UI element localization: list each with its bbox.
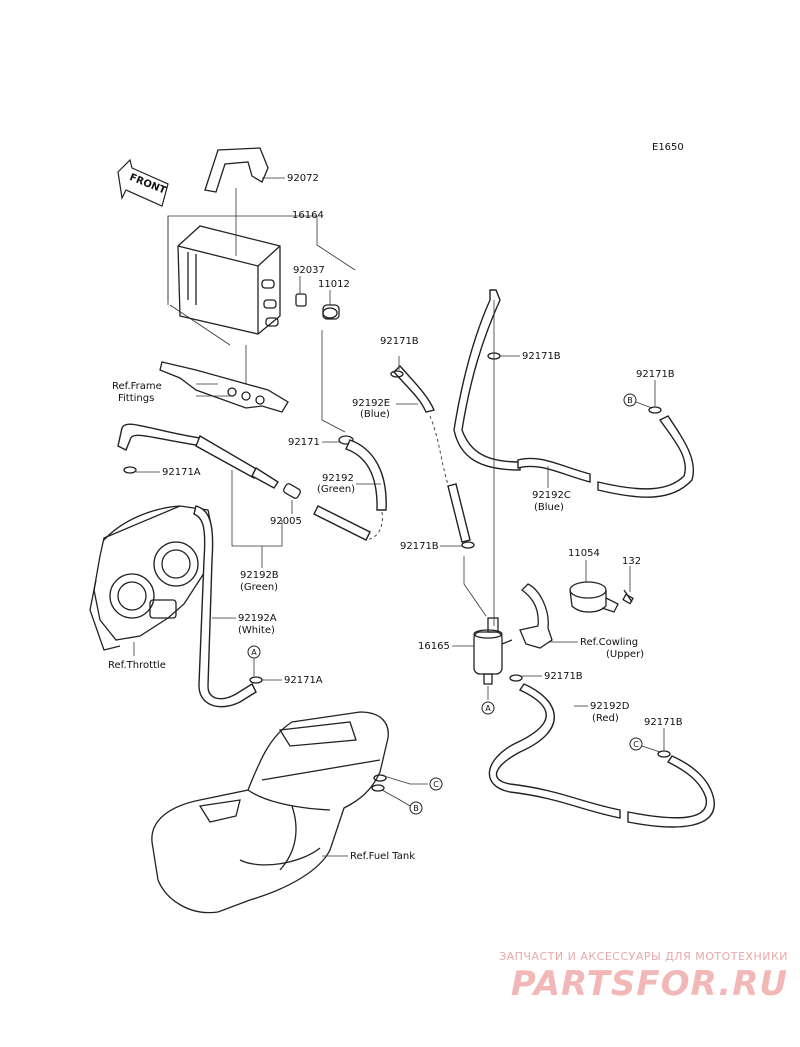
part-92192b: 92192B	[240, 570, 279, 581]
leader-92192b	[231, 470, 283, 547]
part-92171b-f: 92171B	[644, 717, 683, 728]
ref-fuel-tank: Ref.Fuel Tank	[350, 851, 415, 862]
hose-92192a	[193, 505, 257, 708]
part-92171a-b: 92171A	[284, 675, 323, 686]
leader-b-tank	[381, 789, 411, 807]
clip-92171b-e	[509, 674, 523, 682]
part-92192d: 92192D	[590, 701, 630, 712]
hose-92192c-right	[597, 415, 694, 498]
watermark-tagline: ЗАПЧАСТИ И АКСЕССУАРЫ ДЛЯ МОТОТЕХНИКИ	[499, 950, 788, 963]
svg-text:B: B	[413, 804, 419, 813]
throttle-body	[89, 505, 213, 651]
marker-a-filter: A	[481, 701, 495, 715]
hose-92192b-upper	[117, 423, 203, 451]
canister-strap	[204, 147, 285, 193]
ref-frame-2: Fittings	[118, 393, 154, 404]
hose-92192e-lower	[447, 483, 471, 543]
hose-92192-lower	[313, 505, 371, 541]
tank-fittings	[371, 774, 387, 792]
hose-92192-path	[365, 511, 383, 541]
hose-92192e	[393, 364, 435, 413]
clip-92171a-a	[123, 466, 137, 474]
watermark: ЗАПЧАСТИ И АКСЕССУАРЫ ДЛЯ МОТОТЕХНИКИ PA…	[488, 950, 788, 1010]
part-92192e-color: (Blue)	[360, 409, 390, 420]
hose-92192d-right	[627, 755, 715, 828]
part-92192a: 92192A	[238, 613, 277, 624]
marker-b-hose: B	[623, 393, 637, 407]
clip-92171b-c	[648, 406, 662, 414]
marker-c-tank: C	[429, 777, 443, 791]
marker-c-hose: C	[629, 737, 643, 751]
hose-92192e-path	[429, 415, 451, 491]
clip-92171b-f	[657, 750, 671, 758]
hose-92192	[345, 439, 387, 511]
watermark-logo: PARTSFOR.RU	[510, 964, 788, 1004]
marker-b-tank: B	[409, 801, 423, 815]
clip-92171b-d	[461, 541, 475, 549]
part-92171b-b: 92171B	[522, 351, 561, 362]
svg-text:A: A	[251, 648, 257, 657]
fitting-92005	[283, 483, 301, 499]
svg-text:A: A	[485, 704, 491, 713]
part-16164: 16164	[292, 210, 324, 221]
hose-92192b-end	[251, 466, 279, 489]
leader-canister-92192	[321, 330, 346, 433]
part-92171a-a: 92171A	[162, 467, 201, 478]
front-arrow-icon: FRONT	[117, 158, 169, 207]
part-92171b-c: 92171B	[636, 369, 675, 380]
svg-text:C: C	[633, 740, 639, 749]
part-11054: 11054	[568, 548, 600, 559]
leader-c-tank	[383, 775, 428, 785]
clip-92171b-a	[390, 370, 404, 378]
leader-16164	[167, 215, 318, 305]
hose-92192c-mid	[517, 457, 591, 483]
leader-filter	[463, 556, 487, 617]
ref-frame-1: Ref.Frame	[112, 381, 162, 392]
hose-92192d	[488, 683, 621, 819]
clip-92171	[338, 435, 354, 445]
hose-92192b-mid	[195, 434, 259, 479]
ref-throttle: Ref.Throttle	[108, 660, 166, 671]
diagram-code: E1650	[652, 142, 684, 153]
part-16165: 16165	[418, 641, 450, 652]
part-92192c-color: (Blue)	[534, 502, 564, 513]
part-92192c: 92192C	[532, 490, 571, 501]
part-92192e: 92192E	[352, 398, 390, 409]
ref-cowling-2: (Upper)	[606, 649, 644, 660]
part-92005: 92005	[270, 516, 302, 527]
part-92171b-e: 92171B	[544, 671, 583, 682]
part-132: 132	[622, 556, 641, 567]
part-92171b-a: 92171B	[380, 336, 419, 347]
canister-fitting	[295, 276, 340, 320]
hose-92192c-upper	[453, 289, 521, 471]
fuel-tank	[151, 711, 389, 914]
part-11012: 11012	[318, 279, 350, 290]
frame-bracket	[159, 345, 289, 413]
part-92192-color: (Green)	[317, 484, 355, 495]
marker-a-throttle: A	[247, 645, 261, 659]
svg-text:B: B	[627, 396, 633, 405]
fuel-filter	[473, 617, 513, 685]
ref-cowling-1: Ref.Cowling	[580, 637, 638, 648]
part-92192a-color: (White)	[238, 625, 275, 636]
part-92192b-color: (Green)	[240, 582, 278, 593]
part-92171b-d: 92171B	[400, 541, 439, 552]
canister	[177, 225, 281, 335]
svg-text:C: C	[433, 780, 439, 789]
part-92192d-color: (Red)	[592, 713, 619, 724]
filter-bracket	[519, 581, 634, 649]
part-92171: 92171	[288, 437, 320, 448]
part-92192: 92192	[322, 473, 354, 484]
part-92037: 92037	[293, 265, 325, 276]
clip-92171a-b	[249, 676, 263, 684]
part-92072: 92072	[287, 173, 319, 184]
